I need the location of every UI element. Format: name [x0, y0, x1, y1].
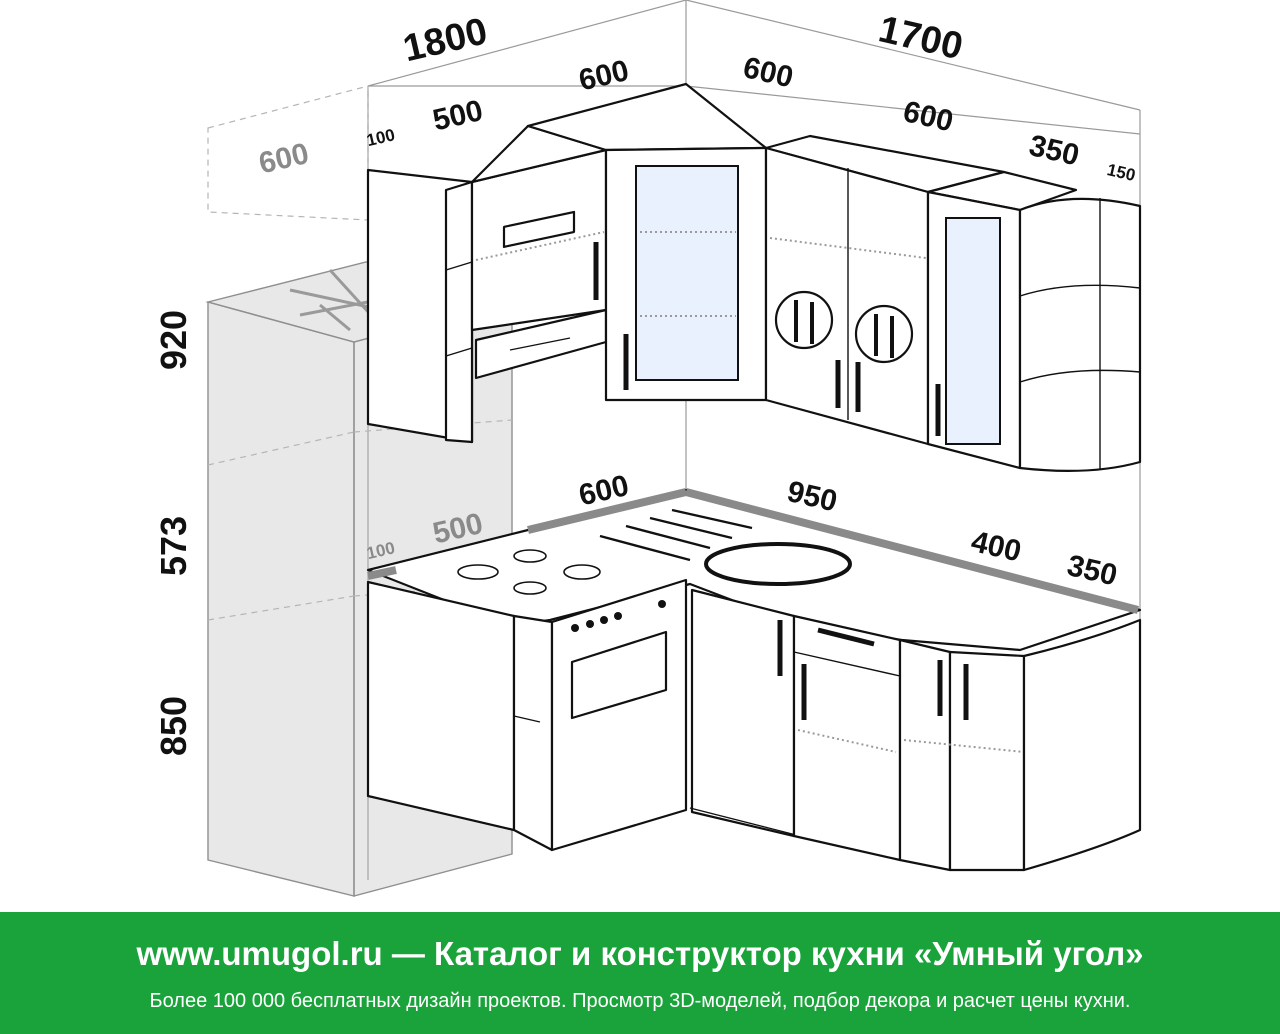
dim-lower-right-cab: 400: [968, 525, 1024, 568]
dim-overall-right: 1700: [875, 8, 967, 68]
dimension-labels: 1800 1700 100 500 600 600 600 350 150 60…: [153, 8, 1137, 756]
lower-dishwasher: [792, 614, 902, 862]
lower-left-cabinet: [366, 580, 554, 852]
dim-upper-left-corner: 600: [576, 54, 632, 97]
dim-overall-left: 1800: [399, 10, 491, 70]
sink-icon: [704, 542, 852, 586]
upper-left-shelf: [366, 168, 474, 444]
lower-cabinet-400: [898, 638, 1026, 872]
upper-right-glass-cabinet: [926, 170, 1078, 470]
dim-height-middle: 573: [153, 516, 194, 576]
lower-end-cabinet: [1022, 618, 1142, 872]
dim-height-lower: 850: [153, 696, 194, 756]
fork-knife-icon: [794, 300, 894, 358]
banner-subtitle: Более 100 000 бесплатных дизайн проектов…: [149, 990, 1131, 1012]
dim-upper-right-small: 350: [1026, 129, 1082, 172]
dim-height-upper: 920: [153, 310, 194, 370]
footer-banner: www.umugol.ru — Каталог и конструктор ку…: [0, 912, 1280, 1034]
dim-upper-right-corner: 600: [740, 51, 796, 94]
banner-title[interactable]: www.umugol.ru — Каталог и конструктор ку…: [136, 935, 1144, 972]
dim-fridge-depth: 600: [256, 137, 312, 180]
range-hood: [474, 210, 608, 380]
upper-right-double-cabinet: [764, 134, 1006, 446]
lower-sink-cabinet: [689, 588, 801, 838]
countertop: [366, 488, 1142, 652]
dim-lower-right-sink: 950: [784, 475, 840, 518]
dim-upper-left-gap: 100: [365, 125, 397, 150]
stove-top: [457, 549, 601, 595]
stove: [550, 578, 688, 852]
kitchen-diagram: 1800 1700 100 500 600 600 600 350 150 60…: [153, 0, 1142, 897]
dim-upper-right-end: 150: [1105, 160, 1137, 185]
dim-lower-right-end: 350: [1064, 549, 1120, 592]
drainer-lines: [599, 508, 753, 562]
upper-corner-glass-cabinet: [526, 82, 768, 402]
dim-upper-right-cab: 600: [900, 95, 956, 138]
upper-right-end-shelves: [1018, 197, 1142, 472]
dim-upper-left-cab: 500: [430, 94, 486, 137]
